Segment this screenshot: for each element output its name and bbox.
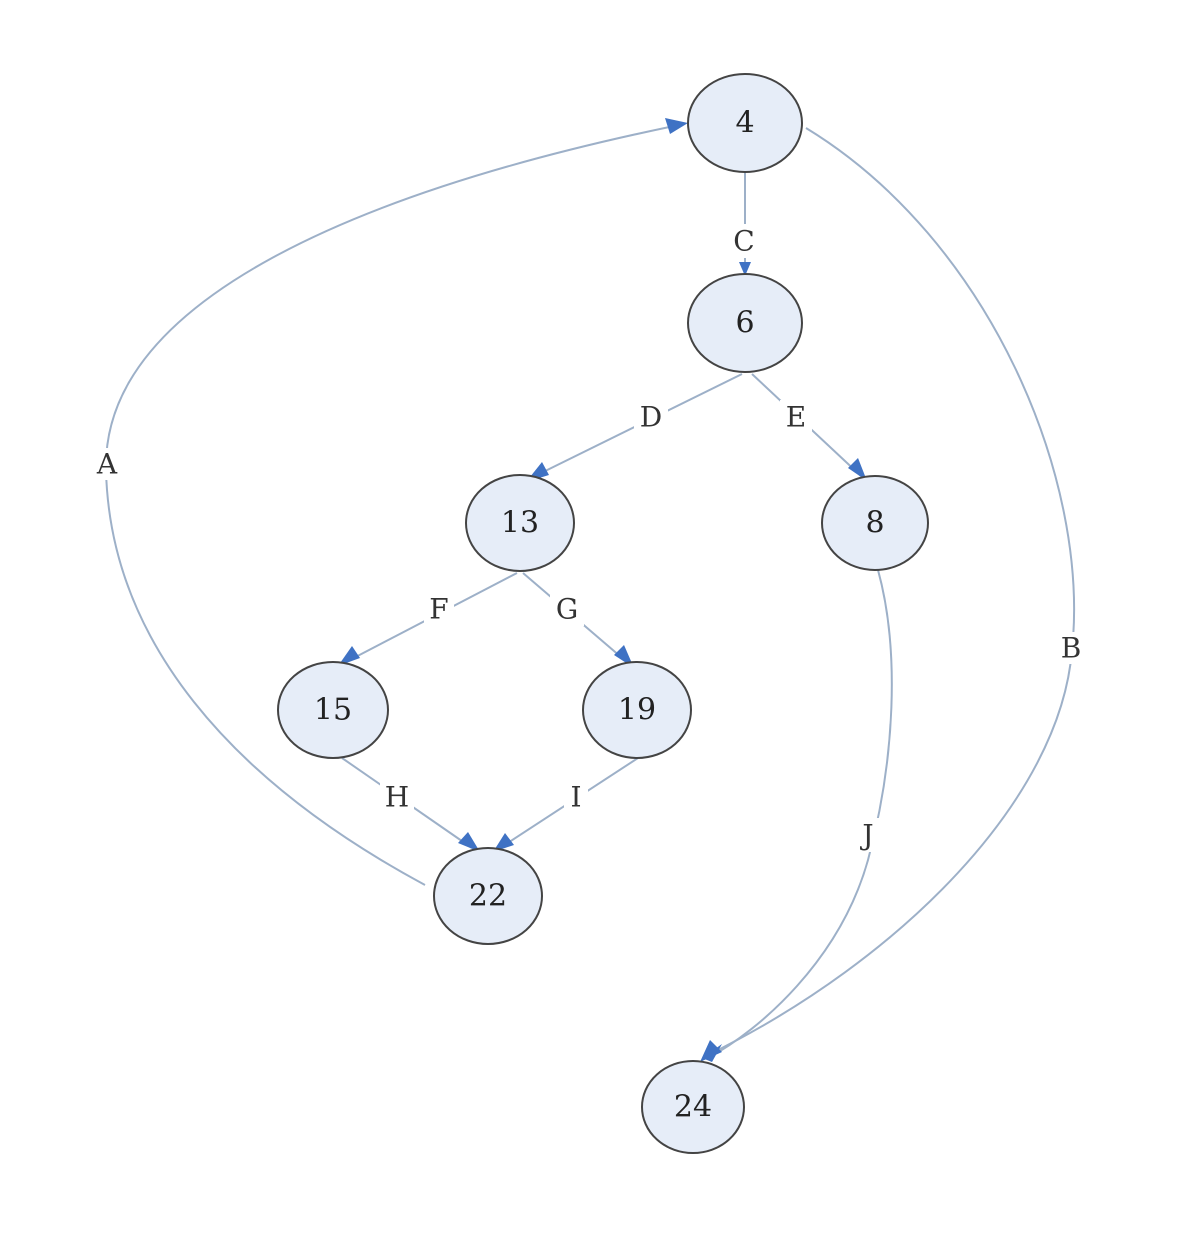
arrowhead-e [848, 458, 867, 481]
edge-label-j: J [859, 819, 873, 852]
node-label-6: 6 [735, 306, 754, 341]
arrowhead-h [458, 832, 480, 852]
node-label-24: 24 [674, 1090, 712, 1125]
edge-label-i: I [570, 781, 581, 814]
edge-labels: A B C D E F G H I J [92, 224, 1086, 852]
node-8: 8 [821, 475, 929, 571]
edge-j [707, 569, 893, 1059]
arrowhead-f [338, 646, 360, 666]
node-label-8: 8 [865, 506, 884, 541]
node-label-13: 13 [501, 506, 539, 541]
node-13: 13 [465, 474, 575, 572]
edge-label-b: B [1061, 632, 1082, 665]
edge-label-h: H [385, 781, 409, 814]
node-22: 22 [433, 847, 543, 945]
node-15: 15 [277, 661, 389, 759]
edge-label-c: C [733, 225, 754, 258]
edges [104, 123, 1076, 1059]
arrowhead-i [493, 833, 514, 852]
edge-a [104, 123, 685, 886]
edge-label-a: A [96, 448, 118, 481]
node-4: 4 [687, 73, 803, 173]
edge-label-f: F [429, 593, 448, 626]
node-label-22: 22 [469, 879, 507, 914]
arrowheads [338, 118, 867, 1062]
node-19: 19 [582, 661, 692, 759]
arrowhead-a [665, 118, 688, 134]
arrowhead-j [700, 1040, 722, 1062]
node-label-15: 15 [314, 693, 352, 728]
edge-label-d: D [640, 401, 662, 434]
node-24: 24 [641, 1060, 745, 1154]
edge-label-g: G [556, 593, 578, 626]
nodes: 4 6 13 8 15 19 22 24 [277, 73, 929, 1154]
arrowhead-c [739, 262, 751, 276]
node-label-19: 19 [618, 693, 656, 728]
edge-label-e: E [786, 401, 806, 434]
edge-b [709, 127, 1076, 1055]
node-label-4: 4 [735, 106, 754, 141]
node-6: 6 [687, 273, 803, 373]
